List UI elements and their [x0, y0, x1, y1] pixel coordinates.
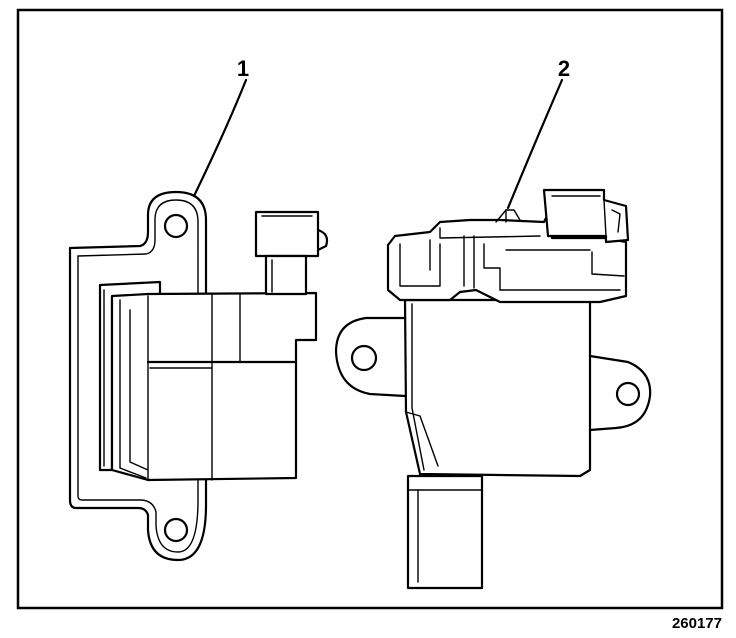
- callout-1-leader: [192, 78, 248, 198]
- callout-2-leader: [506, 78, 564, 210]
- figure-number: 260177: [672, 615, 722, 632]
- ignition-coil-2: [334, 188, 652, 590]
- callout-label-2: 2: [558, 56, 570, 81]
- ignition-coil-1: [68, 190, 329, 562]
- callout-label-1: 1: [237, 56, 249, 81]
- figure-border: [16, 8, 724, 610]
